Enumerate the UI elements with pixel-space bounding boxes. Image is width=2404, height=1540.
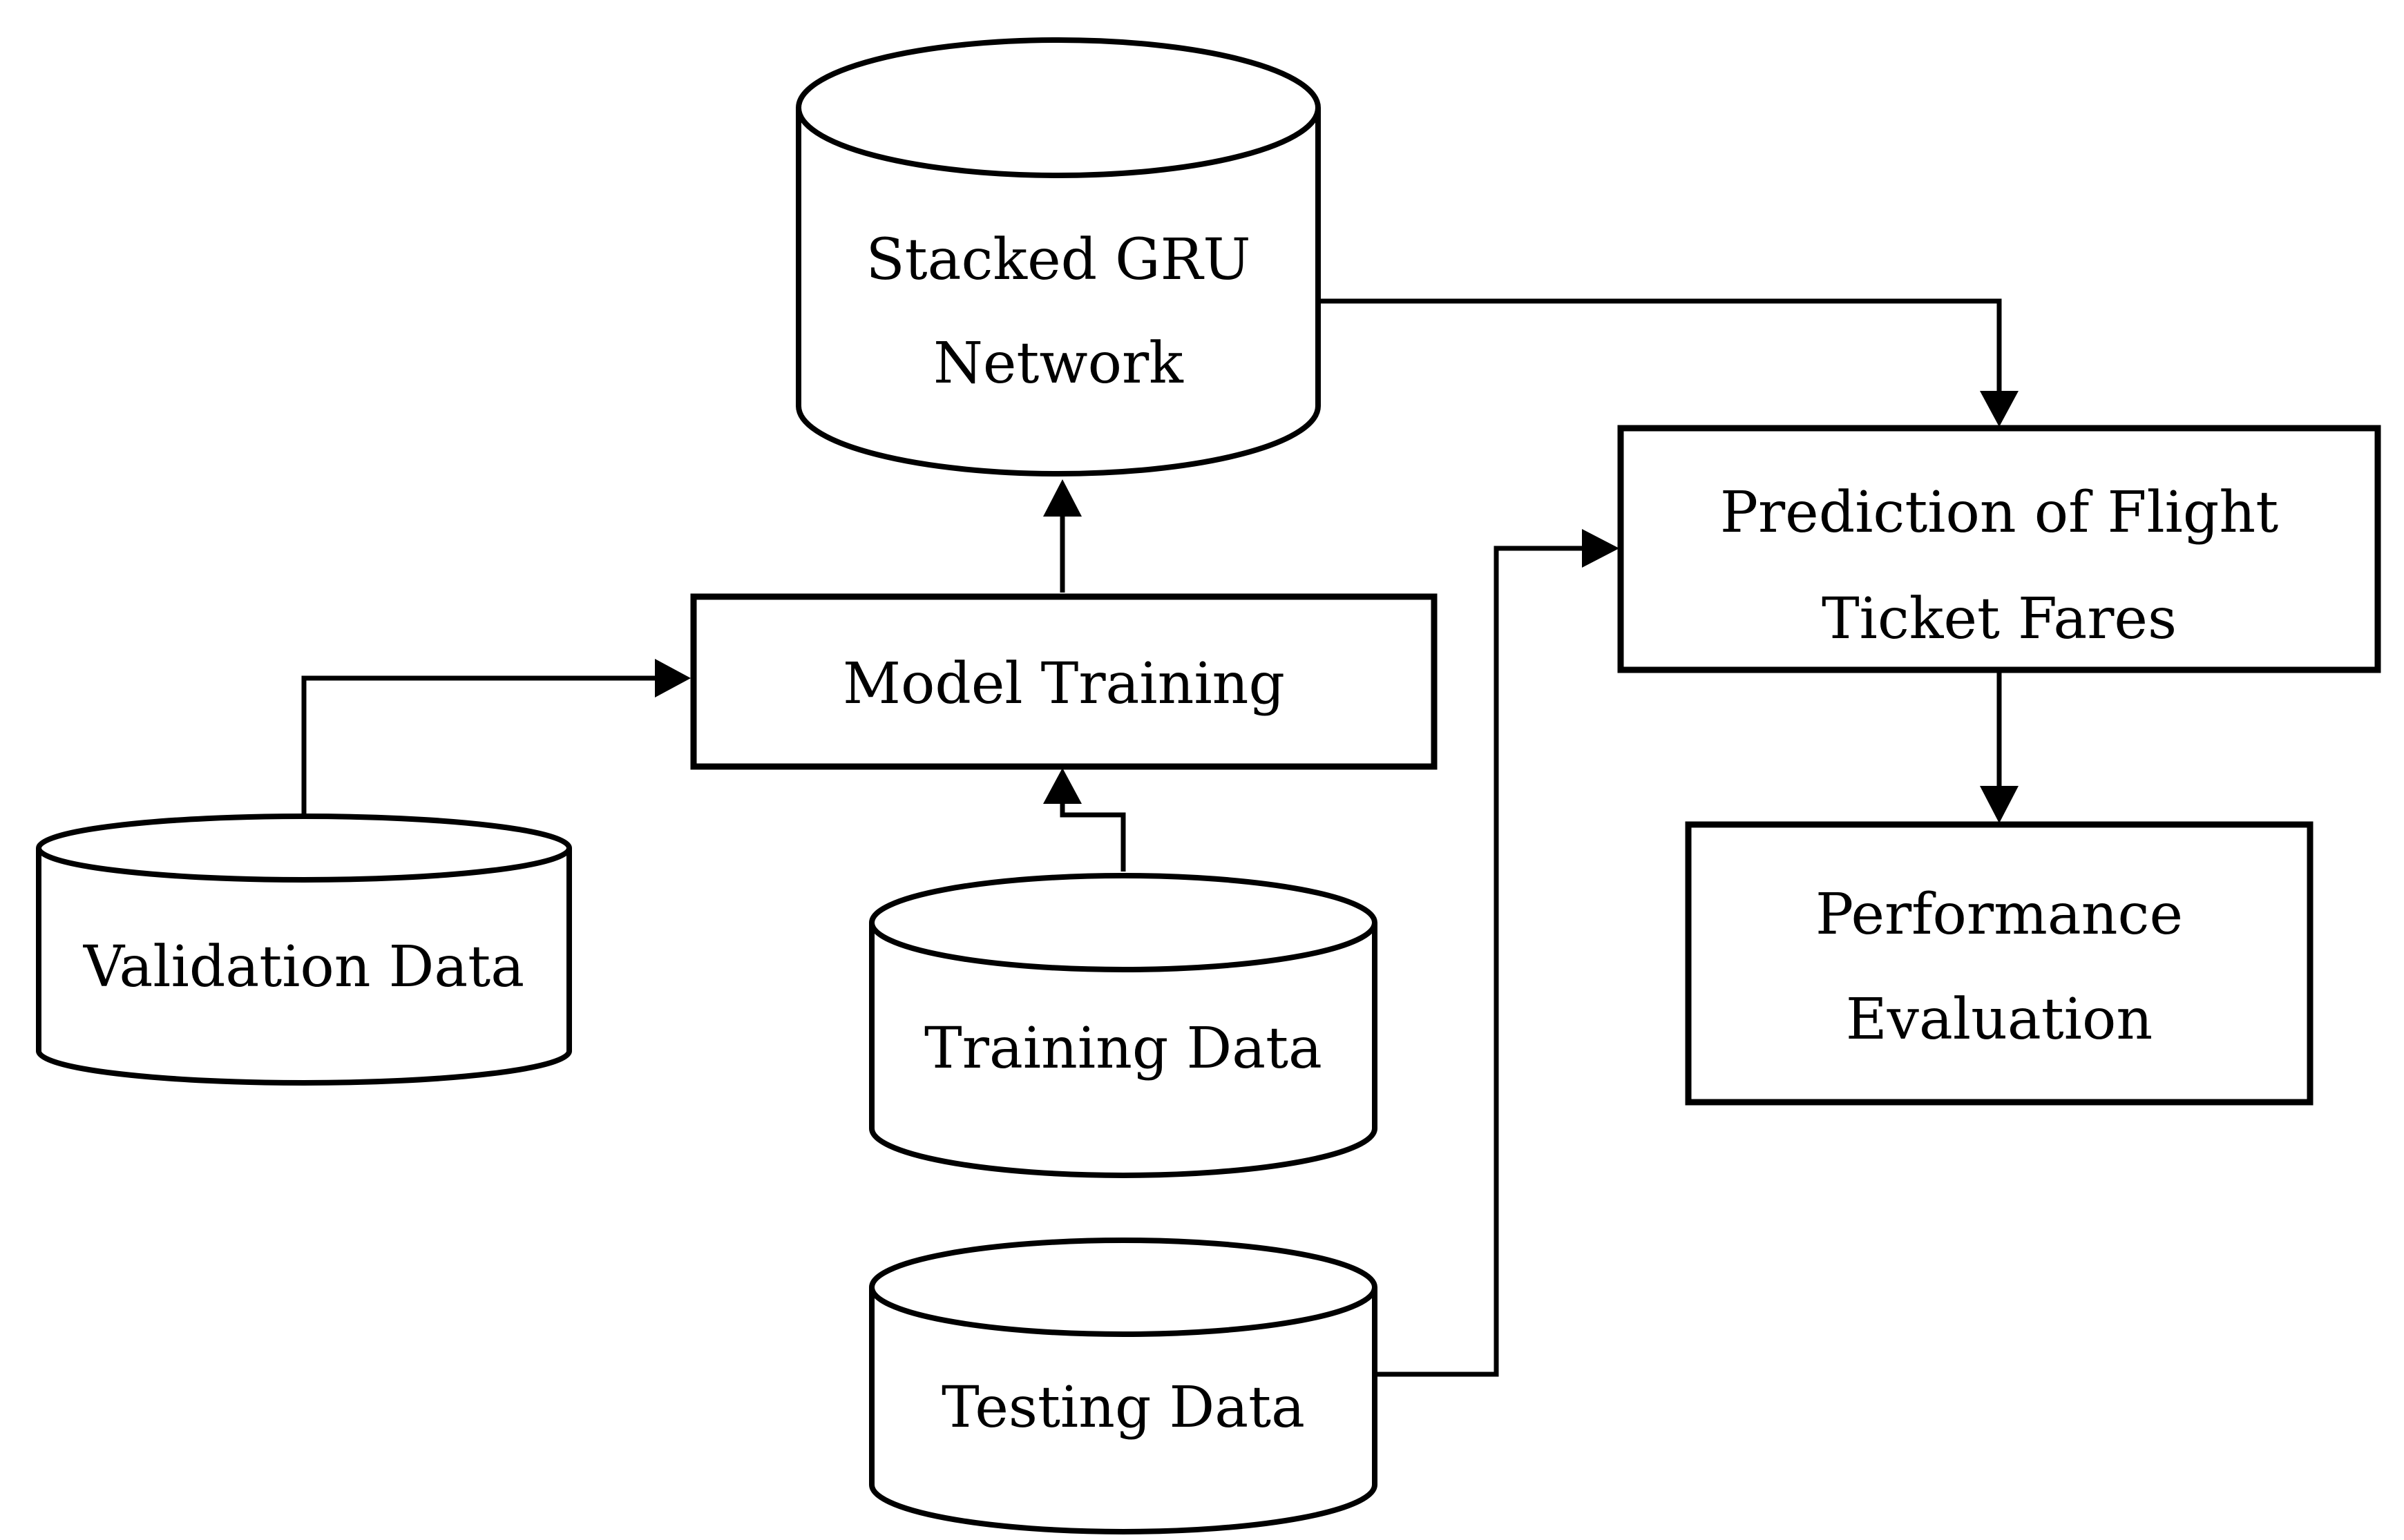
gru-label-line2: Network <box>933 331 1184 396</box>
arrowhead-into-prediction-top <box>1980 391 2019 427</box>
model-training-label: Model Training <box>843 651 1285 717</box>
training-data-node: Training Data <box>869 873 1377 1178</box>
prediction-label-line2: Ticket Fares <box>1822 586 2177 652</box>
cylinder-body <box>869 1287 1377 1534</box>
arrowhead-into-prediction-left <box>1582 529 1619 568</box>
connector-testing-to-prediction <box>1375 546 1583 1377</box>
performance-evaluation-node: Performance Evaluation <box>1685 821 2314 1106</box>
cylinder-body <box>796 108 1321 477</box>
validation-data-label: Validation Data <box>83 934 524 1000</box>
performance-label-line2: Evaluation <box>1846 987 2153 1052</box>
cylinder-body <box>869 923 1377 1178</box>
model-training-box <box>690 593 1438 770</box>
validation-data-node: Validation Data <box>36 814 572 1086</box>
gru-label-line1: Stacked GRU <box>866 227 1250 293</box>
arrowhead-into-model-training-bottom <box>1043 768 1082 804</box>
cylinder-body <box>36 848 572 1086</box>
cylinder-top <box>869 1238 1377 1337</box>
performance-label-line1: Performance <box>1815 882 2183 947</box>
connectors <box>301 298 2019 1377</box>
arrowhead-into-performance <box>1980 786 2019 823</box>
performance-box <box>1685 821 2314 1106</box>
prediction-node: Prediction of Flight Ticket Fares <box>1617 425 2381 673</box>
cylinder-top <box>869 873 1377 972</box>
training-data-label: Training Data <box>924 1016 1322 1081</box>
stacked-gru-network-node: Stacked GRU Network <box>796 37 1321 477</box>
connector-validation-to-training <box>301 675 656 815</box>
arrowhead-into-model-training-left <box>655 659 691 697</box>
cylinder-top <box>36 814 572 883</box>
testing-data-node: Testing Data <box>869 1238 1377 1534</box>
cylinder-top <box>796 37 1321 178</box>
prediction-label-line1: Prediction of Flight <box>1720 480 2278 546</box>
testing-data-label: Testing Data <box>942 1375 1305 1441</box>
connector-gru-to-prediction <box>1317 298 2002 394</box>
prediction-box <box>1617 425 2381 673</box>
connector-trainingdata-to-training <box>1060 801 1126 872</box>
model-training-node: Model Training <box>690 593 1438 770</box>
arrowhead-into-gru <box>1043 479 1082 517</box>
